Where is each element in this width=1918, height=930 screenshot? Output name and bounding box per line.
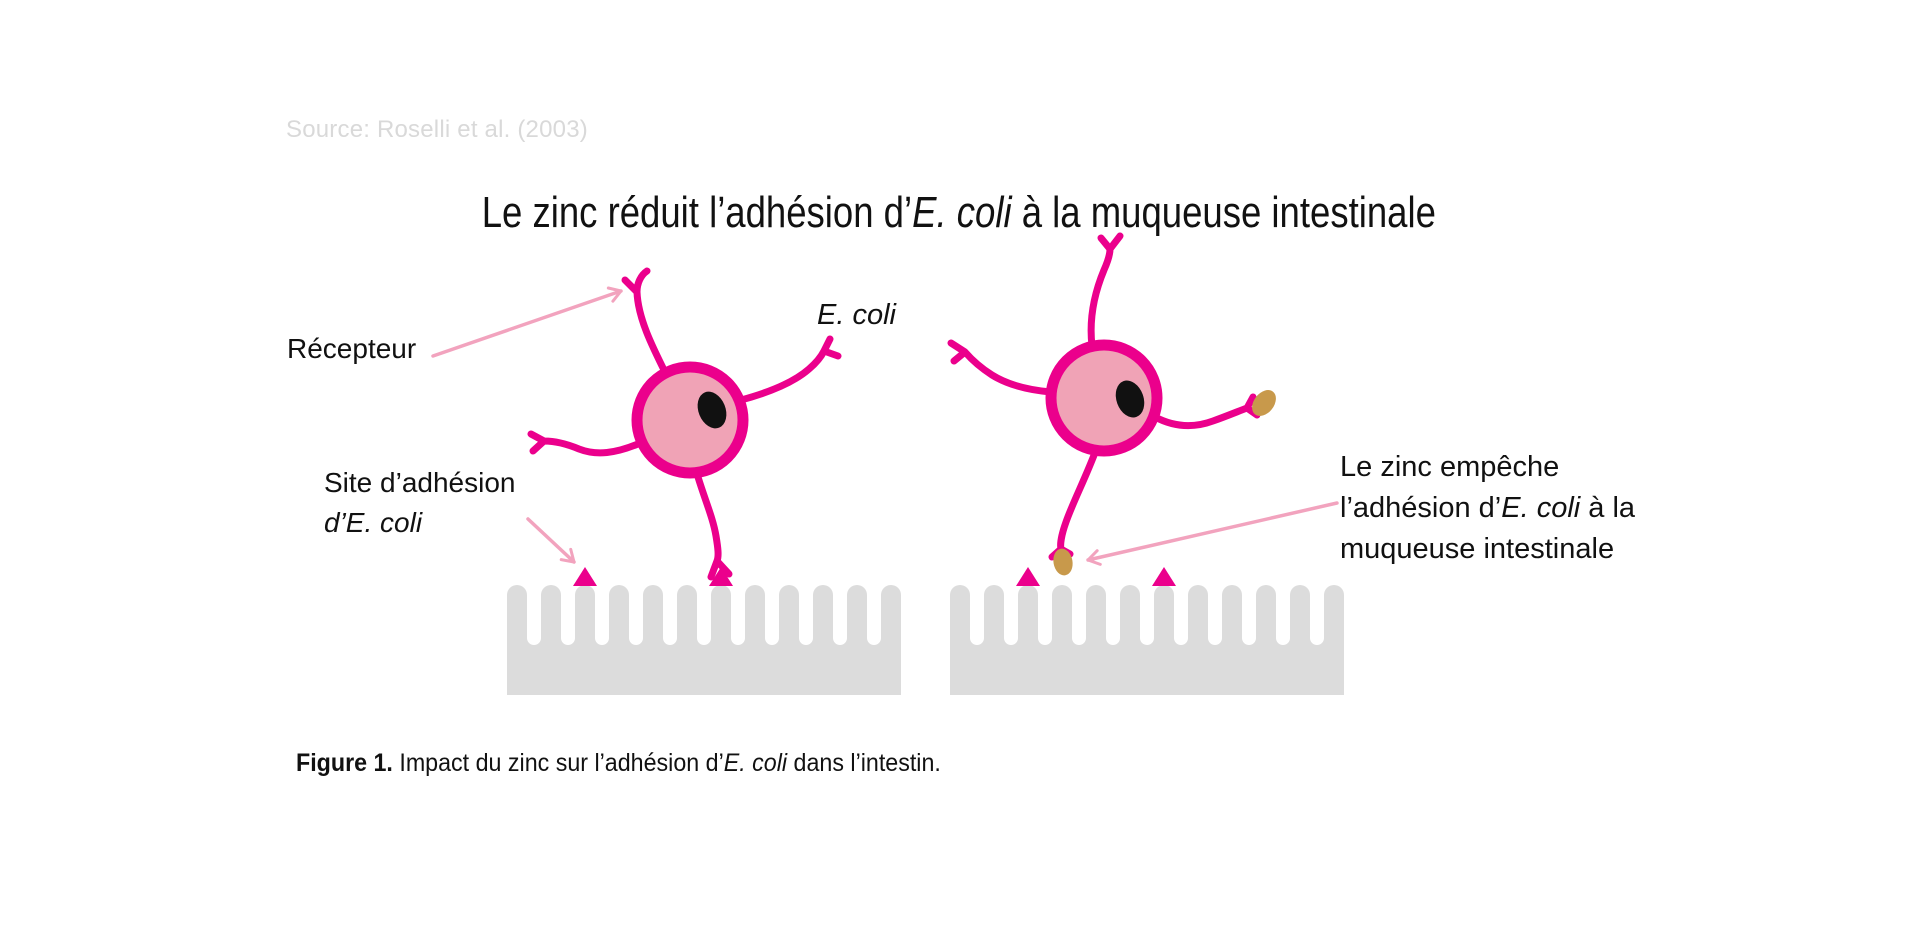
cell-body [1045, 339, 1163, 457]
figure-title: Le zinc réduit l’adhésion d’E. coli à la… [0, 188, 1918, 238]
adhesion-site-triangle [573, 567, 597, 586]
nucleoid [1115, 380, 1145, 418]
figure-number: Figure 1. [296, 749, 393, 777]
zinc-particle [1252, 390, 1276, 416]
adhesion-site-triangle [1016, 567, 1040, 586]
flagellum [1048, 446, 1100, 561]
ecoli-bacterium-left [527, 267, 842, 581]
nucleoid [697, 391, 727, 429]
ecoli-bacterium-right [947, 232, 1276, 576]
zinc-particle [1053, 548, 1073, 576]
adhesion-site-label: Site d’adhésion d’E. coli [324, 463, 515, 543]
flagellum [1151, 393, 1261, 429]
flagellum [621, 267, 670, 378]
adhesion-site-arrow [526, 517, 576, 564]
zinc-arrow [1086, 501, 1339, 566]
cell-body [631, 361, 749, 479]
zinc-label-line3: muqueuse intestinale [1340, 533, 1615, 565]
flagellum [737, 335, 842, 404]
adhesion-site-label-line2: d’E. coli [324, 507, 423, 538]
zinc-label-line2: l’adhésion d’E. coli à la [1340, 492, 1636, 524]
adhesion-site-triangle [1152, 567, 1176, 586]
figure-caption: Figure 1. Impact du zinc sur l’adhésion … [296, 749, 941, 777]
receptor-arrow [431, 286, 623, 358]
flagellum [694, 473, 733, 581]
ecoli-label: E. coli [817, 299, 896, 331]
title-text: Le zinc réduit l’adhésion d’E. coli à la… [481, 188, 1437, 237]
flagellum [947, 339, 1055, 396]
intestinal-mucosa-left [507, 585, 901, 695]
flagellum [1087, 232, 1124, 350]
adhesion-site-label-line1: Site d’adhésion [324, 467, 516, 498]
zinc-label-line1: Le zinc empêche [1340, 451, 1560, 483]
zinc-blocking-label: Le zinc empêche l’adhésion d’E. coli à l… [1340, 447, 1635, 570]
receptor-label: Récepteur [287, 333, 417, 364]
intestinal-mucosa-right [950, 585, 1344, 695]
flagellum [527, 430, 642, 457]
source-credit: Source: Roselli et al. (2003) [286, 116, 588, 143]
